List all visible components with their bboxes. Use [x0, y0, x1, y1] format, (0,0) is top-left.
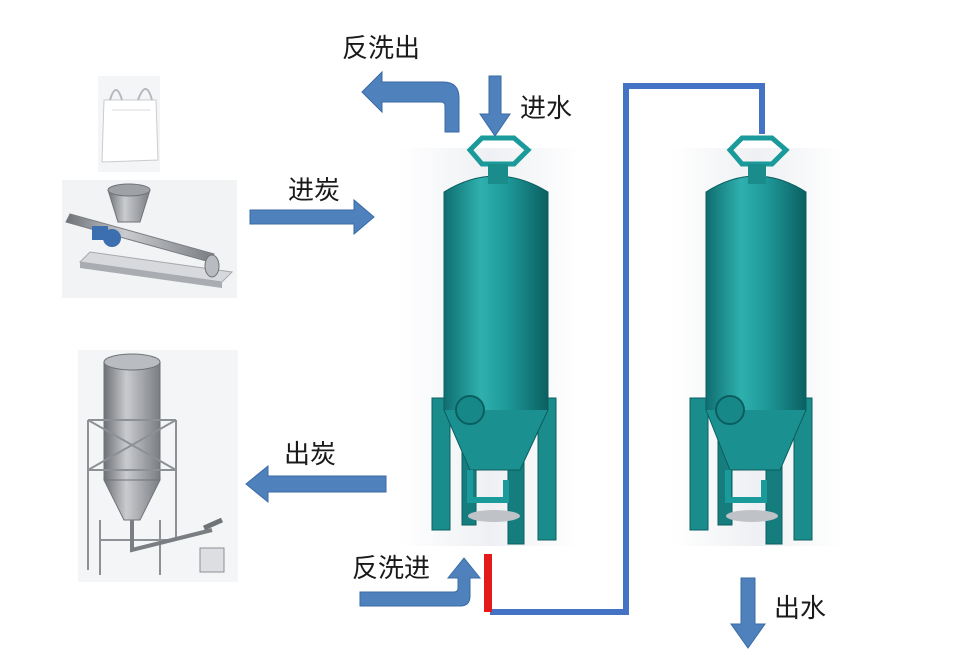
water-out-arrow [730, 577, 766, 649]
carbon-out-arrow [245, 464, 387, 504]
transfer-pipe [490, 83, 765, 615]
filter-tank-1 [431, 135, 557, 545]
backwash-in-arrow [359, 557, 482, 607]
carbon-out-label: 出炭 [284, 440, 337, 470]
bulk-bag-icon [98, 76, 160, 172]
water-out-label: 出水 [774, 594, 827, 624]
water-in-label: 进水 [520, 94, 573, 124]
carbon-in-label: 进炭 [288, 176, 341, 206]
silo-structure-icon [78, 350, 238, 582]
carbon-in-arrow [249, 198, 375, 236]
water-in-arrow [479, 75, 511, 137]
backwash-valve [484, 554, 492, 612]
backwash-out-arrow [361, 70, 460, 133]
filter-tank-2 [689, 135, 813, 545]
screw-feeder-icon [62, 180, 237, 298]
backwash-in-label: 反洗进 [352, 554, 431, 584]
backwash-out-label: 反洗出 [342, 34, 421, 64]
